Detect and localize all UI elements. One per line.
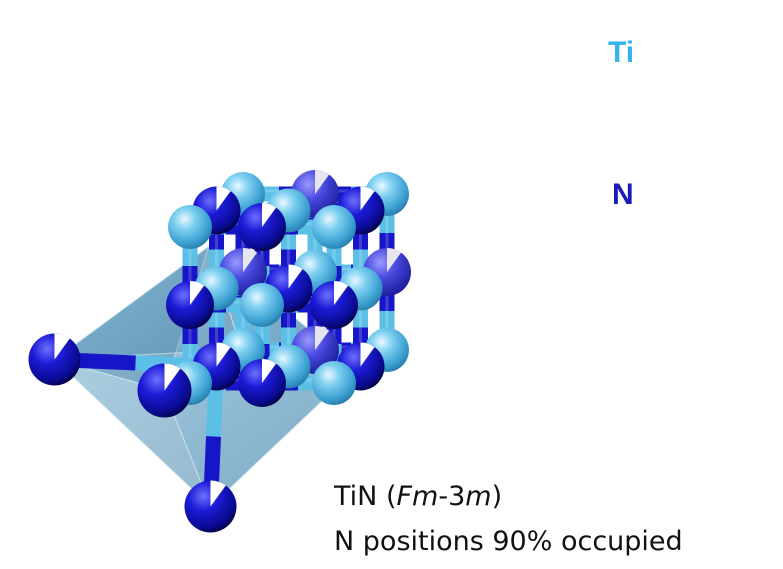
n-vacancy-wedge [262, 359, 277, 383]
caption-formula: TiN (Fm-3m) [334, 481, 502, 512]
caption-sg-mid: -3 [438, 481, 466, 512]
n-atom [238, 203, 286, 251]
n-atom [166, 281, 214, 329]
ti-atom [168, 205, 212, 249]
n-atom [238, 359, 286, 407]
caption-sg-m: m [465, 481, 492, 512]
n-vacancy-wedge [243, 248, 258, 272]
n-vacancy-wedge [54, 333, 70, 360]
caption-paren-close: ) [491, 481, 503, 512]
n-vacancy-wedge [360, 186, 375, 211]
n-atom [137, 363, 192, 418]
caption-paren-open: ( [377, 481, 397, 512]
n-vacancy-wedge [210, 480, 226, 507]
caption-sg-fm: Fm [396, 481, 439, 512]
n-vacancy-wedge [190, 281, 205, 305]
n-vacancy-wedge [216, 342, 231, 367]
atoms [28, 170, 411, 533]
n-vacancy-wedge [216, 186, 231, 211]
caption-occupancy: N positions 90% occupied [334, 526, 683, 557]
n-atom [28, 333, 81, 386]
n-atom [184, 480, 237, 533]
n-vacancy-wedge [360, 342, 375, 367]
n-vacancy-wedge [262, 203, 277, 227]
ti-atom [312, 205, 356, 249]
n-vacancy-wedge [288, 264, 303, 289]
legend-n-label: N [612, 178, 634, 211]
n-atom [310, 281, 358, 329]
caption-compound: TiN [334, 481, 378, 512]
ti-atom [312, 361, 356, 405]
n-vacancy-wedge [315, 326, 330, 350]
legend-ti-label: Ti [608, 36, 635, 69]
n-vacancy-wedge [315, 170, 330, 194]
n-vacancy-wedge [387, 248, 402, 272]
n-vacancy-wedge [334, 281, 349, 305]
ti-atom [240, 283, 284, 327]
n-vacancy-wedge [164, 363, 181, 391]
